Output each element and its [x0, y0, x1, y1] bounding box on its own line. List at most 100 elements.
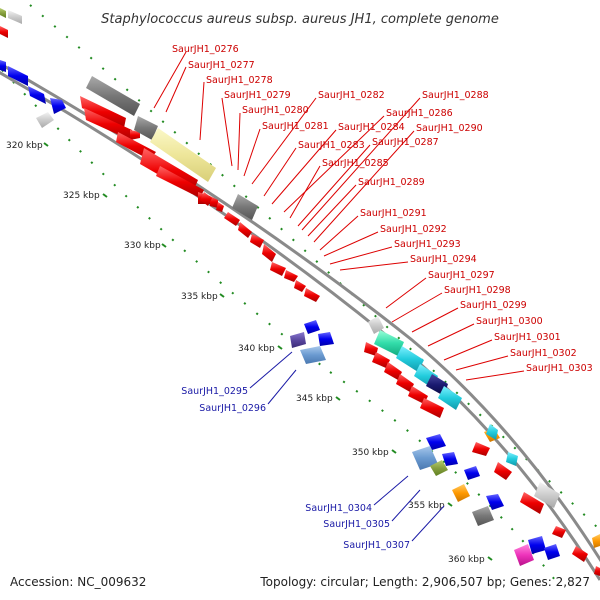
kbp-label: 360 kbp [448, 555, 485, 565]
gene-label[interactable]: SaurJH1_0281 [262, 121, 329, 132]
olive-feature[interactable] [430, 460, 448, 476]
orange-feature[interactable] [452, 484, 470, 502]
gene-label[interactable]: SaurJH1_0283 [298, 140, 365, 151]
steel-feature[interactable] [412, 446, 438, 470]
cds-forward[interactable] [594, 566, 600, 576]
cds-forward[interactable] [396, 374, 414, 392]
gene-label[interactable]: SaurJH1_0278 [206, 75, 273, 86]
cds-forward[interactable] [224, 212, 240, 226]
cds-forward[interactable] [294, 280, 306, 292]
cds-forward[interactable] [372, 352, 390, 368]
gene-label[interactable]: SaurJH1_0307 [343, 540, 410, 551]
gene-label[interactable]: SaurJH1_0286 [386, 108, 453, 119]
aqua-feature[interactable] [374, 330, 404, 356]
blue-leader-lines [249, 351, 445, 542]
gene-label[interactable]: SaurJH1_0303 [526, 363, 593, 374]
gene-label[interactable]: SaurJH1_0293 [394, 239, 461, 250]
cds-reverse[interactable] [426, 434, 446, 450]
gene-label[interactable]: SaurJH1_0305 [323, 519, 390, 530]
misc-feature[interactable] [150, 128, 216, 182]
gene-label[interactable]: SaurJH1_0296 [199, 403, 266, 414]
red-leader-lines [153, 51, 525, 381]
cds-forward[interactable] [364, 342, 378, 356]
cds-reverse[interactable] [464, 466, 480, 480]
cds-forward[interactable] [262, 244, 276, 262]
cds-forward[interactable] [384, 362, 402, 380]
gene-label[interactable]: SaurJH1_0297 [428, 270, 495, 281]
gene-label[interactable]: SaurJH1_0277 [188, 60, 255, 71]
cds-forward[interactable] [494, 462, 512, 480]
kbp-label: 325 kbp [63, 191, 100, 201]
cds-reverse[interactable] [528, 536, 546, 554]
purple-feature[interactable] [290, 332, 306, 348]
gene-label[interactable]: SaurJH1_0279 [224, 90, 291, 101]
cds-reverse[interactable] [486, 494, 504, 510]
cds-forward[interactable] [304, 288, 320, 302]
cyan-feature[interactable] [486, 424, 498, 440]
cds-forward[interactable] [156, 166, 204, 198]
gene-label[interactable]: SaurJH1_0299 [460, 300, 527, 311]
grey-feature[interactable] [8, 10, 22, 24]
rna-feature[interactable] [134, 116, 158, 140]
gene-label[interactable]: SaurJH1_0291 [360, 208, 427, 219]
red-feature[interactable] [0, 26, 8, 38]
cds-forward[interactable] [420, 398, 444, 418]
gene-label[interactable]: SaurJH1_0280 [242, 105, 309, 116]
gene-label[interactable]: SaurJH1_0302 [510, 348, 577, 359]
cds-forward[interactable] [84, 108, 132, 140]
rna-feature[interactable] [472, 506, 494, 526]
grey-feature[interactable] [534, 482, 560, 508]
blue-feature[interactable] [28, 86, 46, 104]
gene-label[interactable]: SaurJH1_0284 [338, 122, 405, 133]
grey-feature[interactable] [368, 316, 384, 334]
cds-reverse[interactable] [442, 452, 458, 466]
gene-label[interactable]: SaurJH1_0290 [416, 123, 483, 134]
blue-feature[interactable] [50, 98, 66, 114]
gene-label[interactable]: SaurJH1_0288 [422, 90, 489, 101]
cds-forward[interactable] [270, 262, 286, 276]
cds-forward[interactable] [520, 492, 544, 514]
cds-forward[interactable] [572, 546, 588, 562]
gene-label[interactable]: SaurJH1_0276 [172, 44, 239, 55]
gene-label[interactable]: SaurJH1_0300 [476, 316, 543, 327]
gene-label[interactable]: SaurJH1_0282 [318, 90, 385, 101]
olive-feature[interactable] [0, 8, 6, 18]
gene-label[interactable]: SaurJH1_0304 [305, 503, 372, 514]
orange-feature[interactable] [592, 534, 600, 548]
gene-label[interactable]: SaurJH1_0301 [494, 332, 561, 343]
cds-forward[interactable] [210, 196, 218, 208]
forward-gene-labels: SaurJH1_0276 SaurJH1_0277 SaurJH1_0278 S… [172, 44, 593, 374]
gene-label[interactable]: SaurJH1_0292 [380, 224, 447, 235]
cds-forward[interactable] [250, 234, 264, 248]
cds-reverse[interactable] [304, 320, 320, 334]
gene-label[interactable]: SaurJH1_0295 [181, 386, 248, 397]
cyan-feature[interactable] [438, 386, 462, 410]
cds-forward[interactable] [552, 526, 566, 538]
accession-label: Accession: NC_009632 [10, 575, 146, 589]
cds-forward[interactable] [408, 386, 428, 404]
cds-forward[interactable] [216, 202, 224, 212]
gene-label[interactable]: SaurJH1_0285 [322, 158, 389, 169]
cds-forward[interactable] [80, 96, 126, 128]
gene-label[interactable]: SaurJH1_0289 [358, 177, 425, 188]
blue-feature[interactable] [0, 60, 6, 72]
steel-feature[interactable] [300, 346, 326, 364]
cyan-feature[interactable] [506, 452, 518, 466]
gene-label[interactable]: SaurJH1_0298 [444, 285, 511, 296]
gene-label[interactable]: SaurJH1_0294 [410, 254, 477, 265]
cds-forward[interactable] [200, 192, 212, 206]
tick-tracks [1, 4, 600, 581]
cyan-feature[interactable] [396, 346, 424, 372]
cds-forward[interactable] [130, 130, 140, 140]
cds-forward[interactable] [238, 222, 252, 238]
cds-reverse[interactable] [318, 332, 334, 346]
rna-feature[interactable] [232, 194, 258, 220]
cds-reverse[interactable] [544, 544, 560, 560]
grey-feature[interactable] [36, 112, 54, 128]
cds-forward[interactable] [472, 442, 490, 456]
blue-feature[interactable] [8, 66, 28, 86]
pink-feature[interactable] [514, 544, 534, 566]
gene-label[interactable]: SaurJH1_0287 [372, 137, 439, 148]
cds-forward[interactable] [284, 270, 298, 282]
rna-feature[interactable] [86, 76, 140, 116]
